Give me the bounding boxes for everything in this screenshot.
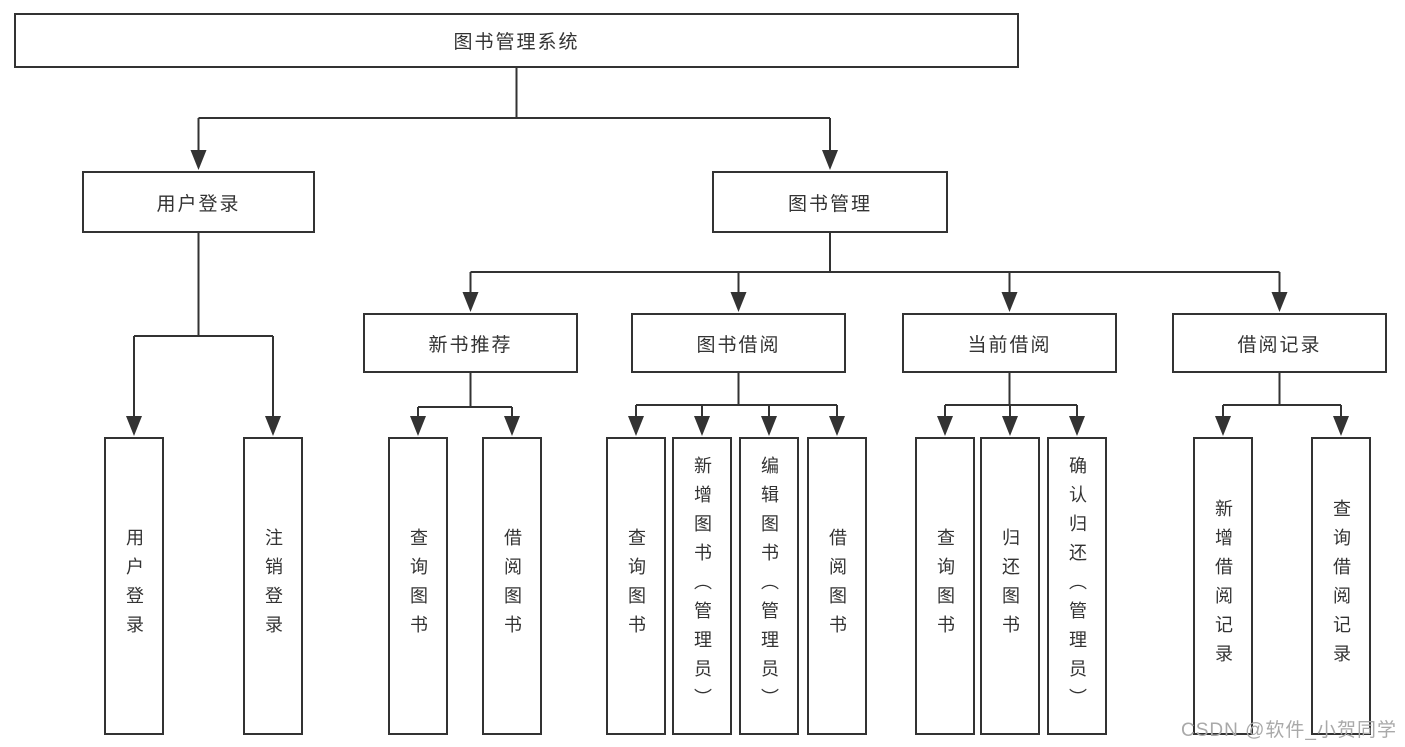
node-confirm-return-admin-label: 确认归还（管理员） (1067, 455, 1087, 717)
node-borrowing-records-label: 借阅记录 (1237, 334, 1322, 356)
node-query-books-current-label: 查询图书 (935, 528, 955, 644)
node-query-books-recommend-label: 查询图书 (408, 528, 428, 644)
node-user-login-branch-label: 用户登录 (156, 193, 241, 215)
node-logout-label: 注销登录 (263, 528, 283, 644)
node-add-borrow-record-label: 新增借阅记录 (1213, 499, 1233, 673)
node-book-borrowing-label: 图书借阅 (696, 334, 781, 356)
node-add-books-admin: 新增图书（管理员） (672, 437, 732, 735)
node-confirm-return-admin: 确认归还（管理员） (1047, 437, 1107, 735)
node-current-borrowing-label: 当前借阅 (967, 334, 1052, 356)
node-book-management-label: 图书管理 (787, 193, 872, 215)
arrowheads (126, 150, 1349, 436)
node-user-login: 用户登录 (104, 437, 164, 735)
node-borrow-books-recommend-label: 借阅图书 (502, 528, 522, 644)
node-borrowing-records: 借阅记录 (1172, 313, 1387, 373)
node-query-borrow-record: 查询借阅记录 (1311, 437, 1371, 735)
node-return-books: 归还图书 (980, 437, 1040, 735)
node-new-book-recommendation-label: 新书推荐 (428, 334, 513, 356)
node-logout: 注销登录 (243, 437, 303, 735)
node-borrow-books-borrowing: 借阅图书 (807, 437, 867, 735)
node-query-books-recommend: 查询图书 (388, 437, 448, 735)
node-query-books-borrowing: 查询图书 (606, 437, 666, 735)
node-add-borrow-record: 新增借阅记录 (1193, 437, 1253, 735)
node-edit-books-admin: 编辑图书（管理员） (739, 437, 799, 735)
node-return-books-label: 归还图书 (1000, 528, 1020, 644)
node-new-book-recommendation: 新书推荐 (363, 313, 578, 373)
node-query-borrow-record-label: 查询借阅记录 (1331, 499, 1351, 673)
node-query-books-borrowing-label: 查询图书 (626, 528, 646, 644)
node-borrow-books-recommend: 借阅图书 (482, 437, 542, 735)
node-user-login-label: 用户登录 (124, 528, 144, 644)
node-library-management-system: 图书管理系统 (14, 13, 1019, 68)
node-edit-books-admin-label: 编辑图书（管理员） (759, 455, 779, 717)
node-add-books-admin-label: 新增图书（管理员） (692, 455, 712, 717)
node-borrow-books-borrowing-label: 借阅图书 (827, 528, 847, 644)
node-query-books-current: 查询图书 (915, 437, 975, 735)
node-current-borrowing: 当前借阅 (902, 313, 1117, 373)
node-book-borrowing: 图书借阅 (631, 313, 846, 373)
node-book-management: 图书管理 (712, 171, 948, 233)
watermark: CSDN @软件_小贺同学 (1181, 720, 1397, 741)
node-user-login-branch: 用户登录 (82, 171, 315, 233)
node-library-management-system-label: 图书管理系统 (453, 32, 580, 53)
